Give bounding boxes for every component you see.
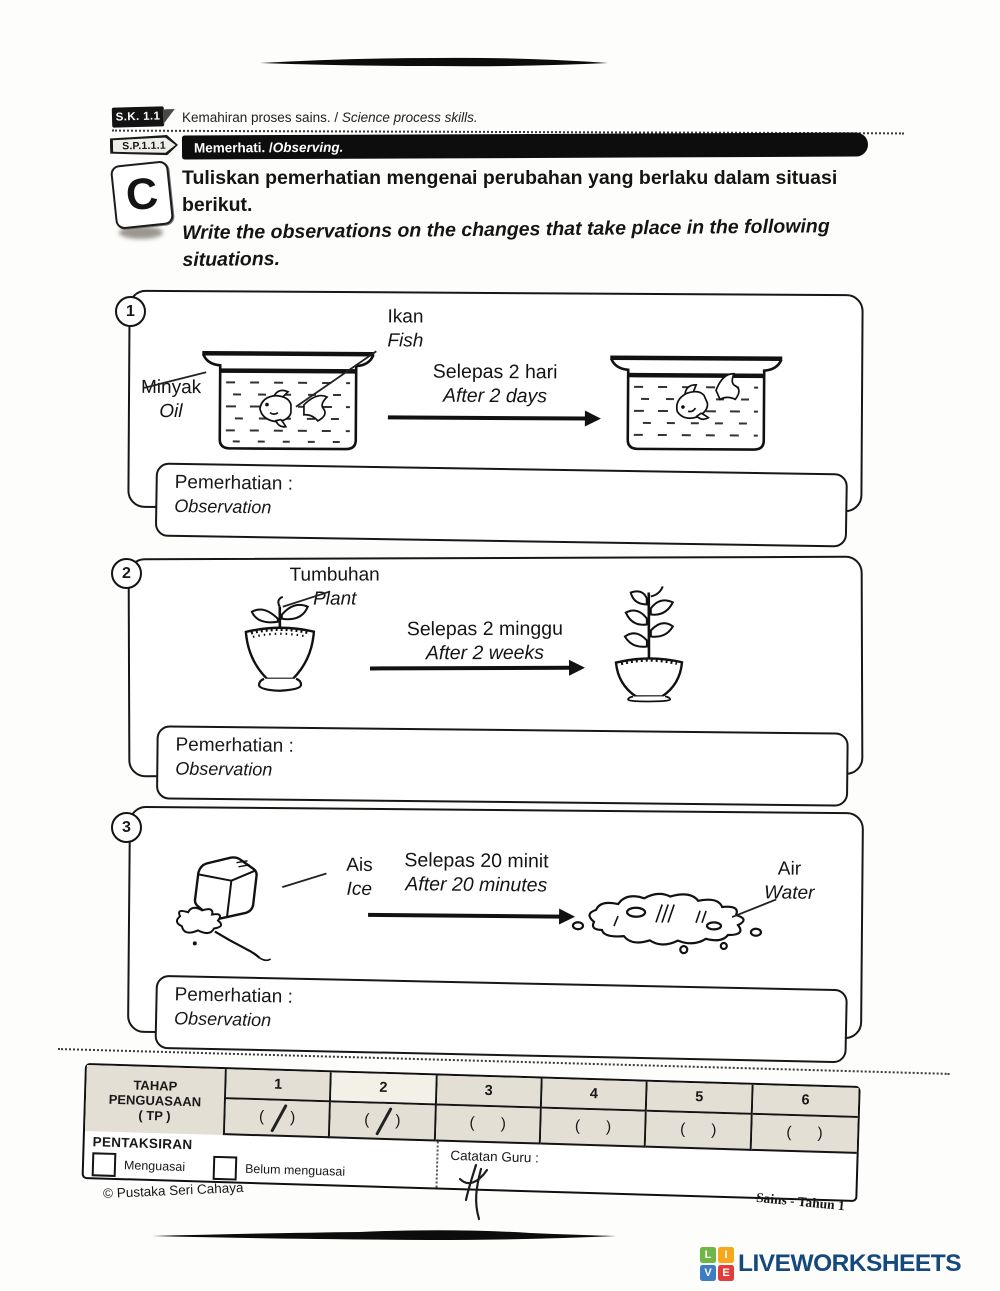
water-puddle-icon: [571, 892, 763, 955]
tp-level-6: 6: [752, 1084, 859, 1118]
sk-code-badge: S.K. 1.1: [111, 106, 165, 128]
fish-tank-after-icon: [610, 355, 783, 451]
small-plant-icon: [244, 595, 316, 692]
question-panel-3: Ais Ice Air Water Selepas 20 minit After…: [127, 805, 864, 1064]
menguasai-checkbox[interactable]: [91, 1152, 117, 1177]
tp-tick-1: [269, 1103, 288, 1133]
observing-title-bar: Memerhati. / Observing.: [181, 132, 869, 160]
tp-value-3: ( ): [435, 1105, 542, 1145]
tp-level-3: 3: [436, 1075, 543, 1109]
instruction-malay: Tuliskan pemerhatian mengenai perubahan …: [182, 167, 838, 216]
large-plant-icon: [614, 586, 684, 703]
fish-tank-before-icon: [202, 350, 375, 451]
question-instruction: Tuliskan pemerhatian mengenai perubahan …: [182, 165, 884, 274]
question-number-1: 1: [115, 296, 146, 327]
tp-value-4: ( ): [540, 1108, 648, 1148]
scan-smudge-top: [260, 57, 608, 67]
duration-label-3: Selepas 20 minit After 20 minutes: [404, 849, 549, 897]
liveworksheets-logo[interactable]: L I V E LIVEWORKSHEETS: [700, 1247, 962, 1281]
scan-smudge-bottom: [152, 1230, 616, 1240]
change-arrow-1: [387, 415, 586, 421]
tp-header-cell: TAHAP PENGUASAAN ( TP ): [84, 1065, 227, 1136]
change-arrow-3: [368, 912, 561, 919]
question-number-3: 3: [111, 812, 142, 843]
publisher-copyright: © Pustaka Seri Cahaya: [102, 1179, 244, 1202]
logo-block-3: V: [700, 1265, 716, 1281]
observing-label-my: Memerhati. /: [193, 139, 273, 155]
observation-box-2[interactable]: Pemerhatian : Observation: [155, 725, 849, 807]
label-oil: Minyak Oil: [140, 376, 202, 423]
ice-cube-icon: [175, 856, 272, 962]
handwritten-mark: [458, 1163, 489, 1221]
tp-level-2: 2: [331, 1072, 438, 1106]
logo-block-4: E: [718, 1265, 734, 1281]
question-number-2: 2: [111, 558, 142, 589]
tp-level-4: 4: [541, 1078, 649, 1112]
belum-menguasai-checkbox[interactable]: [212, 1155, 238, 1181]
tp-level-1: 1: [225, 1069, 333, 1103]
question-panel-1: Ikan Fish Minyak Oil Selepas 2 hari Afte…: [127, 289, 864, 548]
label-fish: Ikan Fish: [387, 306, 424, 352]
menguasai-label: Menguasai: [123, 1158, 186, 1175]
card-shadow: [119, 226, 163, 239]
skill-label-en: Science process skills.: [341, 110, 478, 125]
label-water: Air Water: [764, 858, 815, 904]
duration-label-1: Selepas 2 hari After 2 days: [432, 360, 558, 408]
question-panel-2: Tumbuhan Plant Selepas 2 minggu After 2 …: [127, 555, 864, 807]
skill-label: Kemahiran proses sains. / Science proces…: [182, 110, 478, 125]
logo-text: LIVEWORKSHEETS: [738, 1250, 962, 1277]
instruction-english: Write the observations on the changes th…: [182, 215, 830, 271]
section-letter-card: C: [109, 160, 175, 230]
logo-block-1: L: [700, 1247, 716, 1263]
belum-menguasai-label: Belum menguasai: [244, 1161, 346, 1179]
fish-icon: [259, 389, 329, 428]
duration-label-2: Selepas 2 minggu After 2 weeks: [406, 617, 563, 665]
tp-value-2: ( ): [330, 1102, 437, 1142]
dead-fish-icon: [675, 372, 740, 421]
sp-code-badge: S.P.1.1.1: [110, 134, 178, 156]
label-plant: Tumbuhan Plant: [289, 564, 380, 610]
tp-value-6: ( ): [751, 1114, 858, 1154]
logo-block-2: I: [718, 1247, 734, 1263]
logo-blocks: L I V E: [700, 1247, 734, 1281]
tp-value-1: ( ): [224, 1099, 332, 1139]
change-arrow-2: [369, 665, 571, 671]
tp-value-5: ( ): [646, 1111, 753, 1151]
observing-label-en: Observing.: [272, 139, 344, 155]
observation-box-1[interactable]: Pemerhatian : Observation: [154, 462, 848, 548]
skill-label-my: Kemahiran proses sains. /: [182, 110, 342, 125]
tp-level-5: 5: [647, 1081, 754, 1115]
tp-tick-2: [375, 1107, 393, 1136]
observation-box-3[interactable]: Pemerhatian : Observation: [154, 974, 848, 1064]
